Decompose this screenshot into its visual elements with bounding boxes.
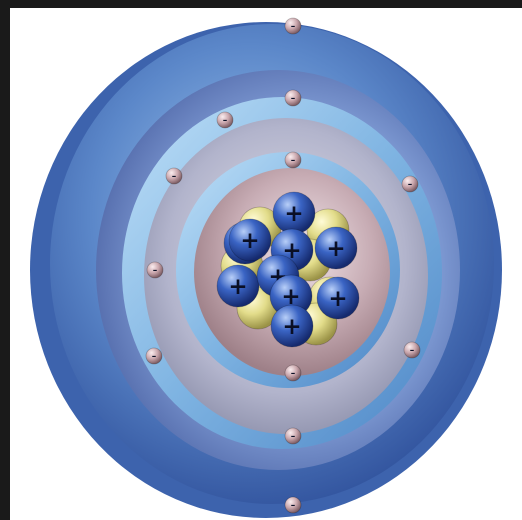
electron-6: –: [402, 176, 418, 192]
proton-1-symbol: +: [284, 201, 303, 227]
proton-9: +: [271, 305, 313, 347]
proton-4: +: [315, 227, 357, 269]
atom-illustration: ++++++++++ ––––––––––––: [10, 8, 522, 520]
electron-1-symbol: –: [291, 22, 296, 32]
electron-8-symbol: –: [152, 352, 157, 362]
electron-5: –: [285, 152, 301, 168]
proton-5-symbol: +: [228, 274, 247, 300]
proton-1: +: [273, 192, 315, 234]
electron-7-symbol: –: [153, 266, 158, 276]
electron-12: –: [285, 497, 301, 513]
electron-7: –: [147, 262, 163, 278]
proton-10-symbol: +: [240, 228, 259, 254]
electron-9: –: [285, 365, 301, 381]
proton-8-symbol: +: [328, 286, 347, 312]
electron-10: –: [404, 342, 420, 358]
proton-8: +: [317, 277, 359, 319]
proton-10: +: [229, 219, 271, 261]
electron-4: –: [166, 168, 182, 184]
electron-6-symbol: –: [408, 180, 413, 190]
electron-10-symbol: –: [410, 346, 415, 356]
electron-9-symbol: –: [291, 369, 296, 379]
electron-11-symbol: –: [291, 432, 296, 442]
proton-5: +: [217, 265, 259, 307]
proton-9-symbol: +: [282, 314, 301, 340]
electron-2: –: [285, 90, 301, 106]
electron-3: –: [217, 112, 233, 128]
top-frame: [0, 0, 522, 8]
proton-4-symbol: +: [326, 236, 345, 262]
left-frame: [0, 0, 10, 520]
atom-model-drawing: ++++++++++ ––––––––––––: [10, 8, 522, 520]
electron-5-symbol: –: [291, 156, 296, 166]
electron-11: –: [285, 428, 301, 444]
electron-12-symbol: –: [291, 501, 296, 511]
electron-3-symbol: –: [223, 116, 228, 126]
electron-8: –: [146, 348, 162, 364]
electron-4-symbol: –: [172, 172, 177, 182]
electron-1: –: [285, 18, 301, 34]
electron-2-symbol: –: [291, 94, 296, 104]
